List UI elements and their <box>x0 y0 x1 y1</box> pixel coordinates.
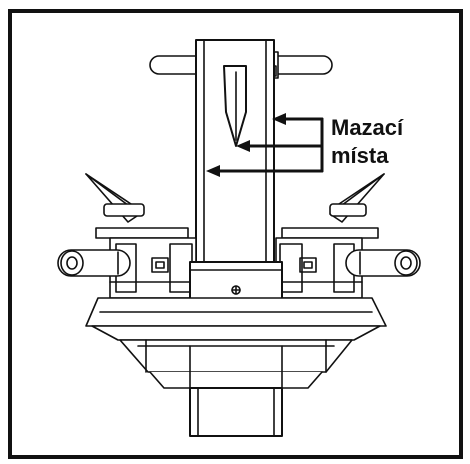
lubrication-arrows <box>206 113 324 177</box>
right-jaw <box>275 173 421 299</box>
left-jaw <box>57 173 197 299</box>
central-column <box>195 39 275 263</box>
callout-label-line2: místa <box>331 143 389 168</box>
bottom-post <box>189 387 283 437</box>
base-plate <box>85 297 387 389</box>
callout-label-line1: Mazací <box>331 115 404 140</box>
